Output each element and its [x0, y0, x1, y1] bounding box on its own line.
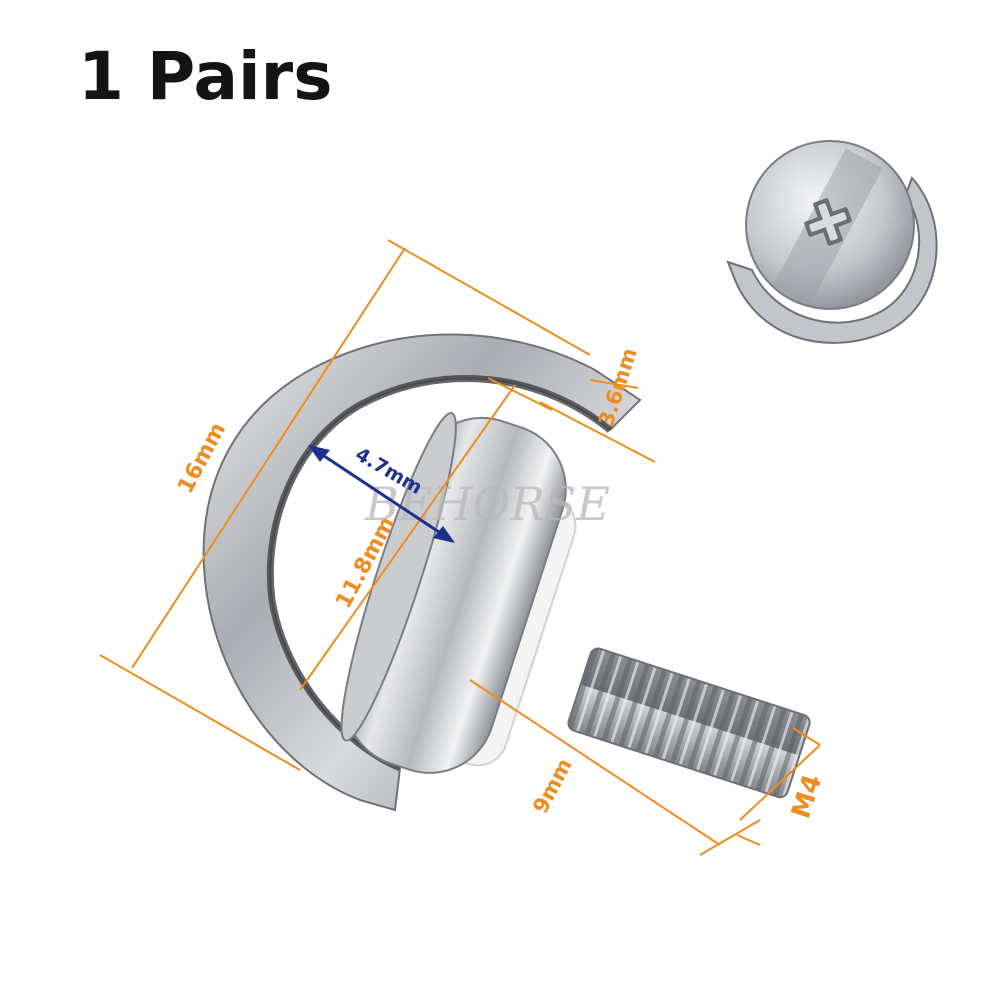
d-ring-screw-icon: [202, 333, 811, 812]
label-9mm: 9mm: [528, 755, 577, 818]
thread: [567, 647, 811, 799]
page-title: 1 Pairs: [78, 38, 333, 115]
screw-top-view-icon: [726, 140, 938, 344]
phillips-slot-icon: [804, 198, 852, 246]
watermark: BEHORSE: [364, 477, 610, 531]
